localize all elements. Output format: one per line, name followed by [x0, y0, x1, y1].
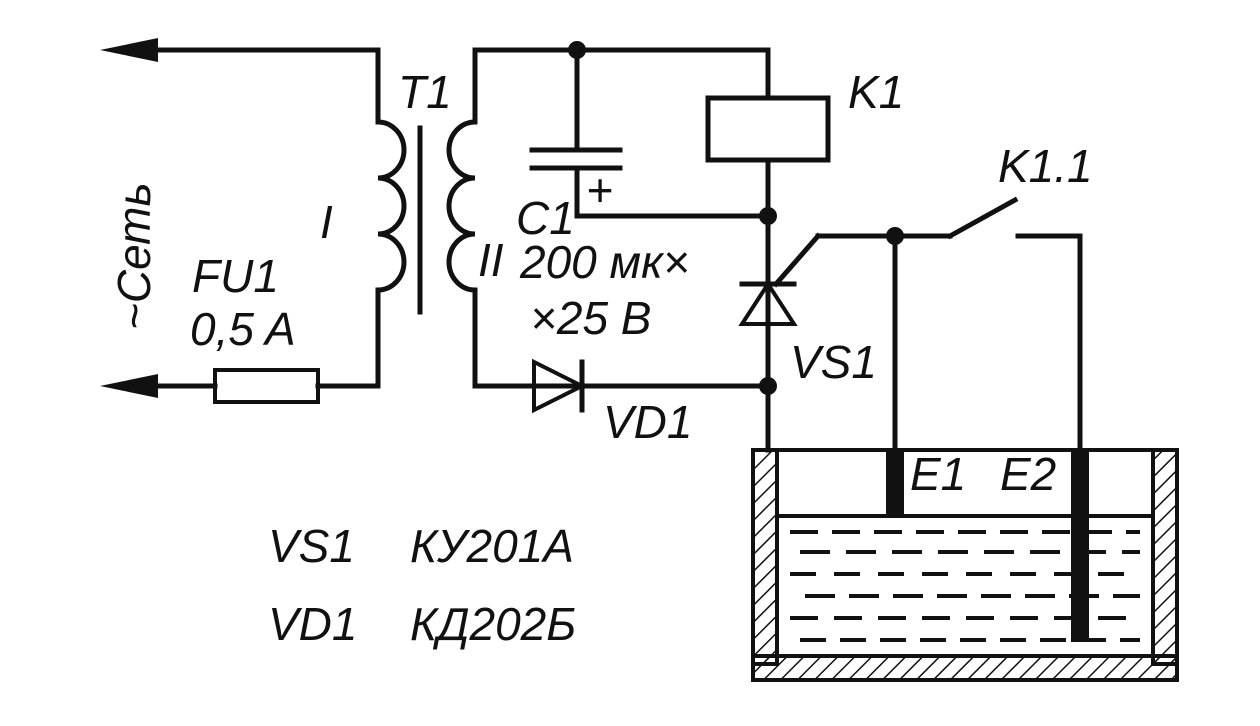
thyristor-symbol — [738, 213, 898, 389]
mains-label: ~Сеть — [108, 182, 160, 330]
relay-contact — [886, 196, 1083, 453]
capacitor-value-line2: ×25 B — [530, 292, 652, 344]
relay-contact-label: K1.1 — [998, 140, 1093, 192]
capacitor-name: C1 — [516, 192, 575, 244]
parts-list-type: КУ201А — [410, 520, 574, 572]
mains-input — [100, 38, 381, 398]
water-tank — [751, 448, 1179, 682]
parts-list-ref: VD1 — [268, 598, 357, 650]
parts-list-type: КД202Б — [410, 598, 576, 650]
fuse-rating: 0,5 A — [190, 303, 296, 355]
relay-coil — [705, 47, 831, 219]
relay-coil-label: K1 — [848, 66, 904, 118]
electrode-e2-label: E2 — [1000, 448, 1056, 500]
parts-list: VS1 КУ201А VD1 КД202Б — [268, 520, 576, 650]
electrode-e1-label: E1 — [910, 448, 966, 500]
transformer-name: T1 — [398, 66, 452, 118]
transformer-secondary-winding — [446, 47, 478, 389]
electrode-e1 — [886, 233, 904, 516]
transformer-secondary-label: II — [478, 234, 504, 286]
capacitor-polarity: + — [586, 164, 613, 216]
capacitor-symbol — [529, 47, 771, 219]
water — [777, 514, 1153, 642]
electrode-e2 — [1071, 450, 1089, 642]
fuse-name: FU1 — [192, 250, 279, 302]
parts-list-ref: VS1 — [268, 520, 355, 572]
fuse-symbol — [213, 368, 320, 404]
diode-symbol — [472, 358, 771, 414]
thyristor-label: VS1 — [790, 336, 877, 388]
capacitor-value-line1: 200 мк× — [519, 236, 690, 288]
diode-label: VD1 — [603, 396, 692, 448]
transformer-primary-winding — [375, 47, 407, 389]
transformer-primary-label: I — [320, 196, 333, 248]
